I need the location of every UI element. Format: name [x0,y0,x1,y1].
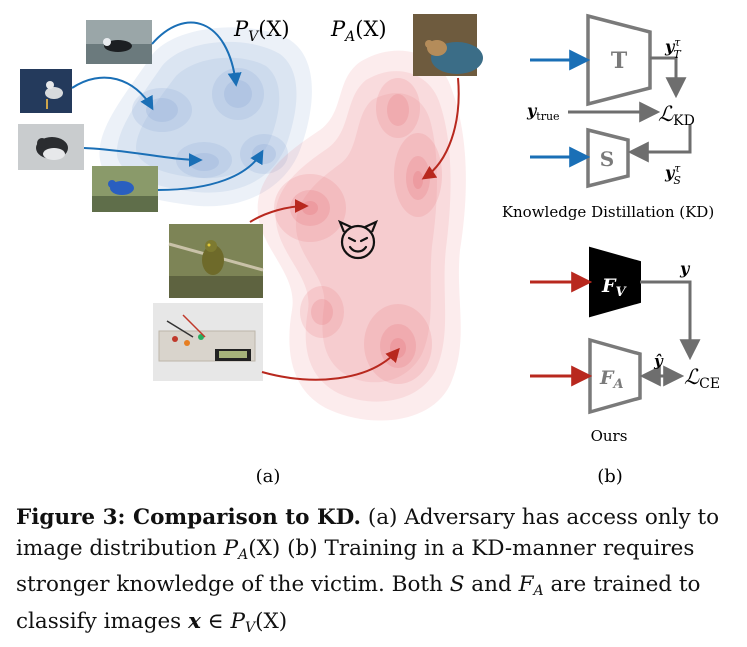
caption-text: image distribution [16,535,224,561]
caption-math: S [449,572,465,597]
panel-a-sublabel: (a) [256,466,281,487]
victim-network [589,246,641,318]
victim-distribution-label: PV(X) [233,17,290,45]
caption-math: F [518,572,534,597]
adversary-network [588,337,642,415]
ce-loss-label: ℒCE [684,365,720,392]
caption-math: ∈ [200,608,231,634]
teacher-network [586,13,652,107]
victim-image-bird-duck [86,20,152,64]
caption-math: P [223,535,239,561]
caption-text: (b) Training in a KD-manner requires [280,535,695,561]
caption-math: x [188,608,201,634]
caption-line-4: classify images x ∈ PV(X) [16,607,732,644]
caption-math: (X) [255,608,288,634]
adversary-image-chipmunk [413,14,483,76]
panel-a: PV(X) PA(X) (a) [18,14,483,487]
caption-text: stronger knowledge of the victim. Both [16,572,450,597]
devil-face-icon [337,219,379,260]
victim-image-bird-junco [18,124,84,170]
victim-sample-arrows [71,21,264,191]
victim-network-label: FV [601,275,628,300]
caption-text: (a) Adversary has access only to [361,505,720,530]
kd-input-arrows [530,49,591,168]
student-label: S [600,147,614,171]
kd-loss-label: ℒKD [658,102,695,129]
caption-math: A [533,583,544,599]
panel-b-sublabel: (b) [597,466,623,487]
caption-line-2: image distribution PA(X) (b) Training in… [16,534,732,571]
y-hat-label: ŷ [653,352,664,370]
adversary-image-breadboard [153,303,263,381]
y-true-label: ytrue [526,101,560,123]
adversary-network-label: FA [599,367,624,392]
adversary-sample-arrows [249,77,460,381]
caption-text: classify images [16,608,189,634]
kd-loss-arrows [568,56,692,163]
figure-caption: Figure 3: Comparison to KD. (a) Adversar… [16,503,732,643]
y-label: y [679,259,691,278]
caption-text: and [464,572,519,597]
ours-input-arrows [530,271,593,387]
adversary-distribution-label: PA(X) [330,17,387,45]
caption-math: (X) [248,535,281,561]
caption-math: V [244,619,256,636]
caption-line-3: stronger knowledge of the victim. Both S… [16,570,732,607]
ce-loss-arrows [639,280,701,387]
teacher-label: T [611,48,628,74]
caption-text: are trained to [543,572,701,597]
figure-3: PV(X) PA(X) (a) T S yτT ytrue [18,13,720,487]
caption-line-1: Figure 3: Comparison to KD. (a) Adversar… [16,503,732,534]
caption-math: A [238,546,249,563]
caption-math: P [230,608,245,634]
victim-image-bird-bunting [92,166,158,212]
caption-lead: Figure 3: Comparison to KD. [16,505,361,530]
ours-caption: Ours [591,427,628,445]
adversary-image-bird-branch [168,224,264,298]
victim-image-bird-gull [20,69,72,113]
kd-caption: Knowledge Distillation (KD) [502,203,714,221]
